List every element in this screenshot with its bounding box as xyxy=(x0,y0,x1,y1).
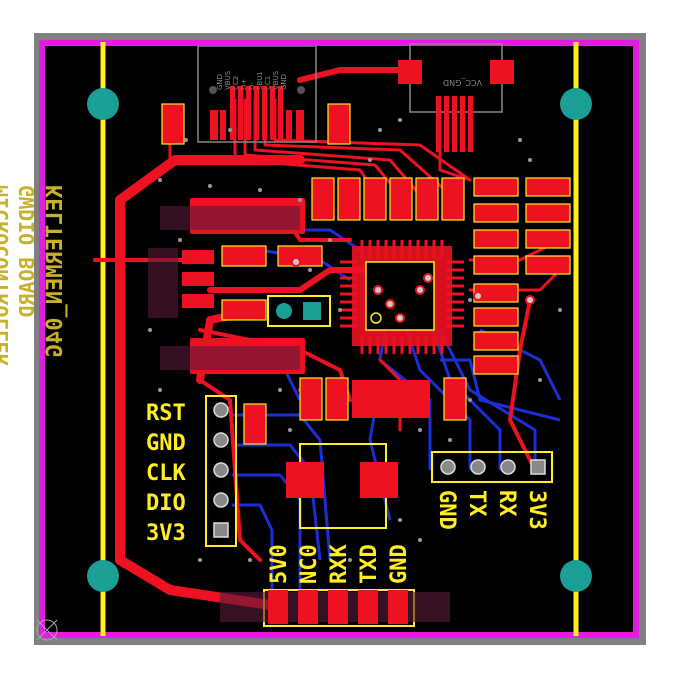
crystal xyxy=(286,443,398,529)
mount-hole-tr xyxy=(560,88,592,120)
usb-micro-connector xyxy=(398,43,514,152)
usb-pin-label: CC1 xyxy=(264,76,272,90)
mount-hole-tl xyxy=(87,88,119,120)
header-left-labels: RST GND CLK DIO 3V3 xyxy=(146,401,186,546)
label-gnd: GND xyxy=(146,431,186,456)
inductor xyxy=(352,380,430,418)
header-left-pins xyxy=(205,395,237,547)
bottom-silkscreen-text: KELTERMEN_04G GWDIO BOARD MICROCONTROLLE… xyxy=(0,185,68,367)
usb-pin-label: GND xyxy=(216,74,224,90)
usb-pin-label: GND xyxy=(280,74,288,90)
label-5v0: 5V0 xyxy=(267,544,292,584)
usb-c-pin-labels: GND VBUS CC2 D+ D- SBU1 CC1 VBUS GND xyxy=(216,70,288,90)
header-bottom-pads xyxy=(220,589,450,627)
header-bottom-labels: 5V0 NC0 RXK TXD GND xyxy=(267,544,412,584)
label-txd: TXD xyxy=(357,544,382,584)
bottom-silk-line1: KELTERMEN_04G xyxy=(43,185,68,357)
label-rst: RST xyxy=(146,401,186,426)
label-dio: DIO xyxy=(146,491,186,516)
header-right-labels: 3V3 RX TX GND xyxy=(434,490,549,530)
label-3v3: 3V3 xyxy=(146,521,186,546)
usb-c-connector xyxy=(197,40,317,143)
vias-large xyxy=(291,257,535,323)
usb-pin-label: VBUS xyxy=(272,70,280,90)
label-3v3-right: 3V3 xyxy=(524,490,549,530)
label-rxk: RXK xyxy=(327,544,352,584)
label-nc0: NC0 xyxy=(297,544,322,584)
label-tx: TX xyxy=(464,490,489,517)
regulator-outlines xyxy=(148,206,300,370)
passive-components-left xyxy=(221,245,467,445)
mount-hole-br xyxy=(560,560,592,592)
resistor-array-right xyxy=(473,177,571,375)
usb-small-label: VCC_GND xyxy=(443,78,482,87)
keepout-border xyxy=(39,40,639,638)
mount-holes xyxy=(87,88,592,592)
bottom-silk-line3: MICROCONTROLLER xyxy=(0,185,13,367)
label-gnd-right: GND xyxy=(434,490,459,530)
usb-pin-label: CC2 xyxy=(232,76,240,90)
usb-pin-label: VBUS xyxy=(224,70,232,90)
label-clk: CLK xyxy=(146,461,186,486)
origin-marker xyxy=(36,619,58,641)
label-gnd-bottom: GND xyxy=(387,544,412,584)
passive-components-top-row xyxy=(161,103,465,221)
usb-pin-label: D- xyxy=(248,82,256,90)
label-rx: RX xyxy=(494,490,519,517)
header-right-pins xyxy=(431,451,553,483)
vias xyxy=(148,118,562,562)
mount-hole-bl xyxy=(87,560,119,592)
mcu-chip xyxy=(340,240,464,354)
usb-pin-label: SBU1 xyxy=(256,71,264,90)
bottom-silk-line2: GWDIO BOARD xyxy=(15,185,39,317)
usb-pin-label: D+ xyxy=(240,79,248,90)
jumper-2pin xyxy=(267,295,331,327)
